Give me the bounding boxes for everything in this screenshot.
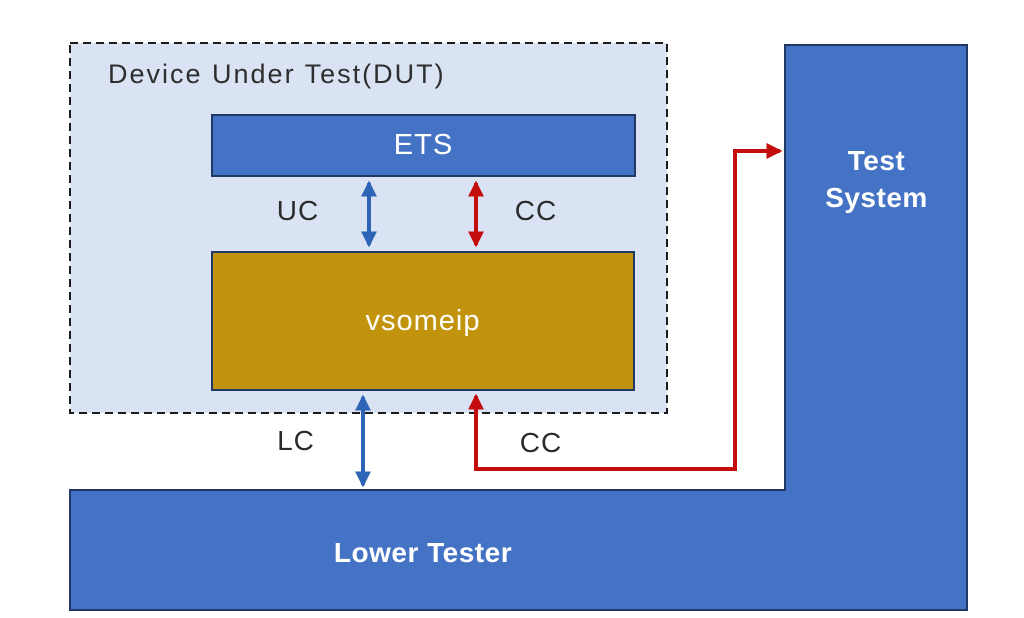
cc-elbow-arrow [468, 143, 783, 471]
vsomeip-box [211, 251, 635, 391]
ets-box [211, 114, 636, 177]
test-system-lower-tester-shape [69, 44, 968, 611]
